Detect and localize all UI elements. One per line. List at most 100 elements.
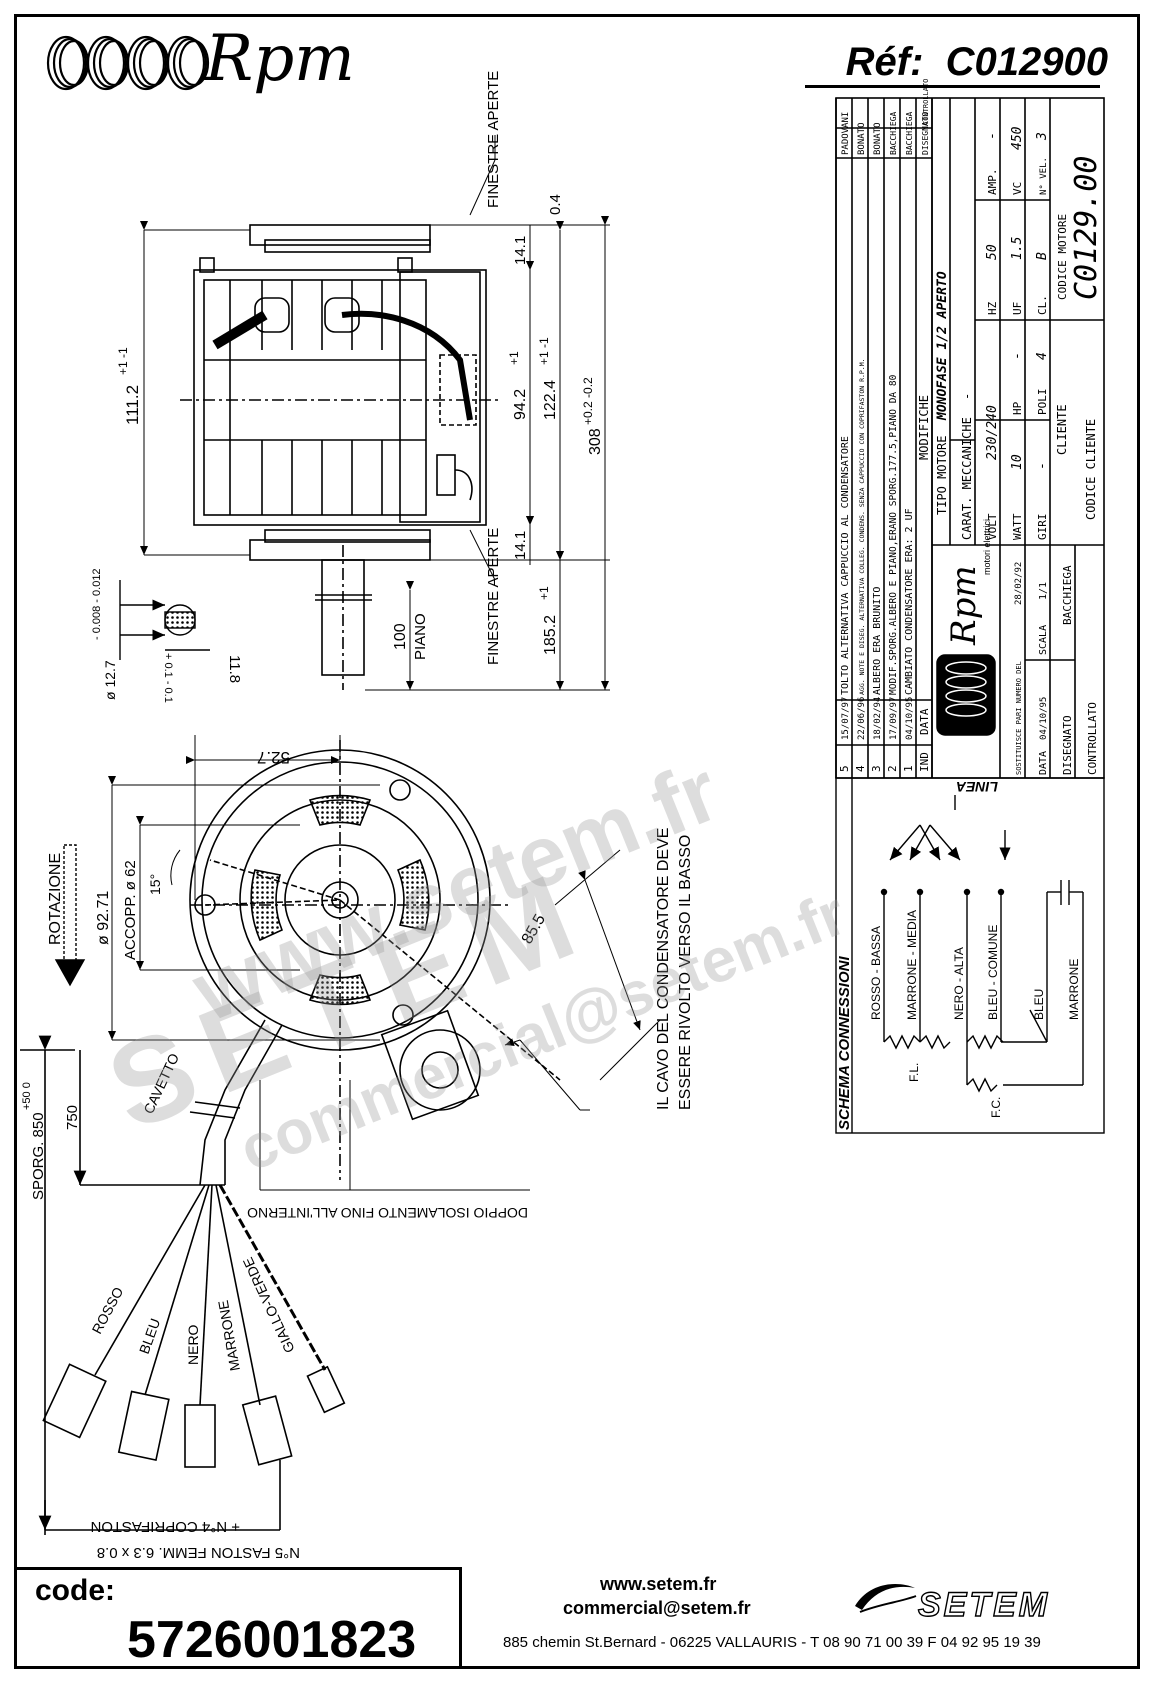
rev-3-date: 18/02/94: [873, 697, 883, 740]
cl-label: CL.: [1036, 295, 1049, 315]
dim-accopp: ACCOPP. ø 62: [122, 860, 139, 960]
connections-title: SCHEMA CONNESSIONI: [836, 956, 853, 1130]
carat-meccaniche-value: -: [960, 393, 974, 400]
dim-94.2: 94.2: [512, 389, 529, 420]
code-label: code:: [35, 1574, 116, 1607]
sostituisce-date: 28/02/92: [1014, 562, 1024, 605]
rev-2-date: 17/09/97: [889, 697, 899, 740]
dim-sporg-tol: +50 0: [21, 1082, 33, 1110]
connections-linea: LINEA: [956, 779, 998, 795]
footer-address: 885 chemin St.Bernard - 06225 VALLAURIS …: [503, 1634, 1041, 1651]
dim-122.4: 122.4: [542, 380, 559, 420]
code-value: 5726001823: [127, 1611, 417, 1669]
rev-2-by: BACCHIEGA: [889, 111, 898, 155]
sostituisce-label: SOSTITUISCE PARI NUMERO DEL: [1015, 661, 1023, 775]
volt-value: 230/240: [985, 405, 1000, 460]
giri-label: GIRI: [1036, 514, 1049, 541]
uf-value: 1.5: [1010, 236, 1025, 260]
rev-5-by: PADOVANI: [841, 112, 851, 155]
rev-2-n: 2: [886, 765, 899, 772]
rev-1-by: BACCHIEGA: [905, 111, 914, 155]
wire-nero-alta: NERO - ALTA: [952, 947, 966, 1020]
wire-bleu-comune: BLEU - COMUNE: [986, 925, 1000, 1020]
rev-4-n: 4: [854, 765, 867, 772]
wire-bleu: BLEU: [1032, 989, 1046, 1020]
amp-value: -: [985, 132, 1000, 140]
tipo-motore-label: TIPO MOTORE: [935, 436, 949, 515]
dim-111.2-tol: +1 -1: [116, 347, 130, 375]
scala-value: 1/1: [1038, 582, 1049, 600]
vel-value: 3: [1035, 132, 1050, 141]
dim-185.2: 185.2: [542, 615, 559, 655]
poli-label: POLI: [1036, 389, 1049, 416]
side-dimensions: [140, 135, 610, 691]
title-block-text: 5 15/07/97 TOLTO ALTERNATIVA CAPPUCCIO A…: [838, 79, 1104, 775]
rev-1-date: 04/10/95: [905, 697, 915, 740]
data-value: 04/10/95: [1039, 697, 1049, 740]
data-label: DATA: [1038, 751, 1049, 775]
note-faston-2: + N°4 COPRIFASTON: [90, 1518, 240, 1535]
scala-label: SCALA: [1038, 625, 1049, 655]
dim-sporg: SPORG. 850: [30, 1112, 47, 1200]
volt-label: VOLT: [986, 513, 999, 540]
label-fc: F.C.: [989, 1097, 1003, 1118]
shaft-section: [119, 580, 210, 660]
hp-value: -: [1010, 352, 1025, 360]
rev-4-by: BONATO: [857, 122, 867, 155]
dim-185.2-tol: +1: [537, 586, 551, 600]
dim-0.4: 0.4: [547, 194, 564, 215]
cl-value: B: [1035, 252, 1050, 260]
code-box: code: 5726001823: [14, 1567, 462, 1669]
lead-marrone: MARRONE: [215, 1299, 243, 1372]
note-doppio: DOPPIO ISOLAMENTO FINO ALL'INTERNO: [247, 1205, 528, 1221]
uf-label: UF: [1011, 302, 1024, 315]
codice-motore-value: C0129.00: [1069, 156, 1104, 301]
watt-value: 10: [1010, 454, 1025, 470]
carat-meccaniche-label: CARAT. MECCANICHE: [960, 417, 974, 540]
rpm-coil-logo-icon: [46, 35, 210, 91]
rev-5-text: TOLTO ALTERNATIVA CAPPUCCIO AL CONDENSAT…: [840, 436, 851, 695]
poli-value: 4: [1035, 352, 1050, 360]
titleblock-rpm-text: Rpm: [944, 565, 984, 646]
footer-email-link[interactable]: commercial@setem.fr: [563, 1598, 751, 1618]
front-dimensions: [108, 735, 661, 1191]
dim-11.8: 11.8: [226, 655, 243, 683]
setem-swoosh-icon: [855, 1583, 917, 1613]
note-capacitor-1: IL CAVO DEL CONDENSATORE DEVE: [655, 828, 672, 1110]
hz-label: HZ: [986, 301, 999, 315]
dim-122.4-tol: +1 -1: [537, 337, 551, 365]
rev-1-n: 1: [902, 765, 915, 772]
note-capacitor-2: ESSERE RIVOLTO VERSO IL BASSO: [677, 835, 694, 1110]
dim-52.7: 52.7: [257, 748, 290, 767]
label-fl: F.L.: [907, 1063, 921, 1082]
dim-finestre-bottom: FINESTRE APERTE: [485, 528, 502, 665]
dim-750: 750: [64, 1105, 81, 1130]
rotation-arrow-icon: [54, 844, 86, 987]
wire-marrone: MARRONE: [1067, 959, 1081, 1020]
vc-label: VC: [1011, 182, 1024, 195]
hz-value: 50: [985, 244, 1000, 260]
label-rotazione: ROTAZIONE: [47, 853, 64, 945]
dim-shaft-dia: ø 12.7: [102, 660, 118, 700]
dim-308-tol: +0.2 -0.2: [581, 377, 595, 425]
disegnato-label: DISEGNATO: [1061, 715, 1074, 775]
reference-number: Réf: C012900: [845, 40, 1108, 84]
title-block: [835, 97, 1105, 779]
rpm-logo-text: Rpm: [205, 22, 355, 96]
disegnato-value: BACCHIEGA: [1061, 565, 1074, 625]
vc-value: 450: [1010, 126, 1025, 150]
dim-14.1-top: 14.1: [512, 236, 529, 265]
motor-front-view: [189, 740, 561, 1180]
dim-308: 308: [587, 428, 604, 455]
drawing-sheet: [14, 14, 1140, 1669]
footer-website-link[interactable]: www.setem.fr: [600, 1574, 717, 1594]
rev-3-n: 3: [870, 765, 883, 772]
rev-header-data: DATA: [918, 708, 931, 735]
rev-5-date: 15/07/97: [841, 697, 851, 740]
codice-motore-label: CODICE MOTORE: [1056, 214, 1069, 300]
wire-rosso-bassa: ROSSO - BASSA: [869, 926, 883, 1020]
cliente-label: CLIENTE: [1055, 404, 1069, 455]
rev-header-ind: IND: [918, 752, 931, 772]
dim-94.2-tol: +1: [507, 351, 521, 365]
